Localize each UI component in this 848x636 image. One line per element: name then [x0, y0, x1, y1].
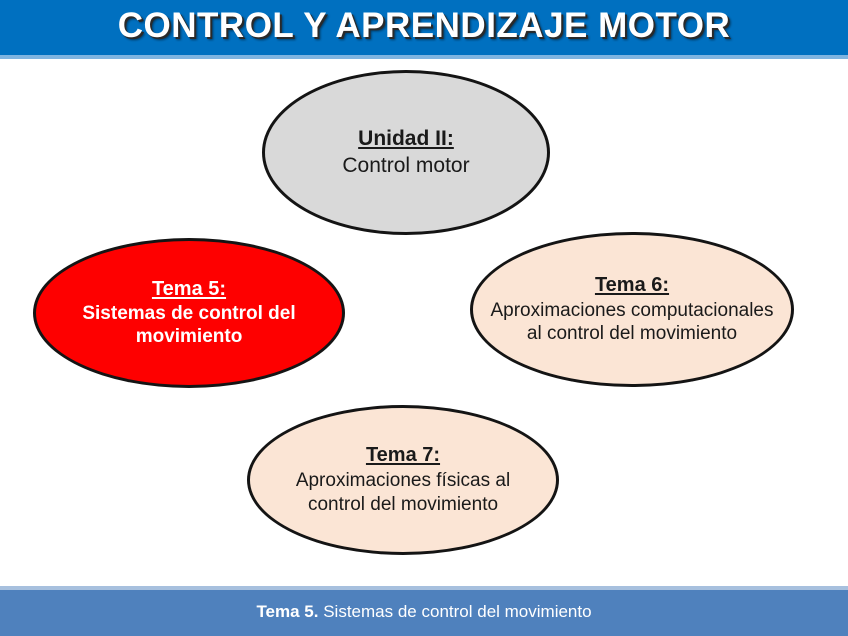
node-unidad-2[interactable]: Unidad II: Control motor [262, 70, 550, 235]
footer-label: Tema 5. Sistemas de control del movimien… [0, 590, 848, 636]
header-banner [0, 0, 848, 55]
footer-label-rest: Sistemas de control del movimiento [318, 602, 592, 621]
header-accent-line [0, 55, 848, 59]
node-tema-5-body: Sistemas de control del movimiento [82, 302, 296, 347]
node-tema-7-title: Tema 7: [365, 444, 441, 467]
node-tema-5-title: Tema 5: [151, 277, 227, 300]
node-tema-7[interactable]: Tema 7: Aproximaciones físicas al contro… [247, 405, 559, 555]
node-tema-6[interactable]: Tema 6: Aproximaciones computacionales a… [470, 232, 794, 387]
footer-bar [0, 590, 848, 636]
node-tema-7-body: Aproximaciones físicas al control del mo… [295, 470, 511, 515]
node-unidad-2-body: Control motor [342, 153, 470, 177]
footer-label-strong: Tema 5. [256, 602, 319, 621]
concept-map: Unidad II: Control motor Tema 5: Sistema… [0, 59, 848, 586]
footer-accent-line [0, 586, 848, 590]
node-unidad-2-title: Unidad II: [358, 126, 454, 150]
node-tema-6-title: Tema 6: [594, 273, 670, 296]
page-title: CONTROL Y APRENDIZAJE MOTOR [117, 6, 731, 45]
node-tema-6-body: Aproximaciones computacionales al contro… [490, 299, 774, 344]
node-tema-5[interactable]: Tema 5: Sistemas de control del movimien… [33, 238, 345, 388]
